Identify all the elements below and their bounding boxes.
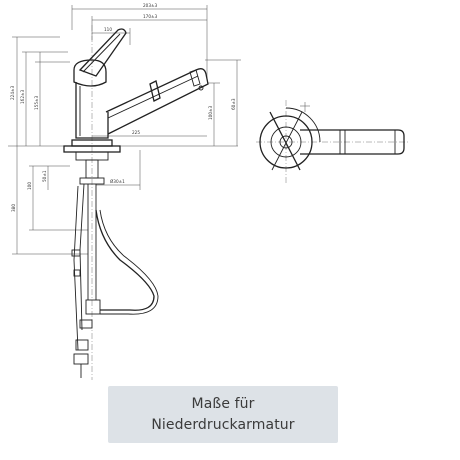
dim-label-top-overall: 203±3 [143, 3, 158, 8]
dim-label-total-height: 224±3 [10, 85, 15, 100]
dim-label-hose: 100 [27, 182, 32, 190]
dim-label-base-ref: 155±3 [34, 95, 39, 110]
caption-line-2: Niederdruckarmatur [151, 416, 295, 433]
faucet-top-view [256, 100, 410, 185]
dim-label-mount: 380 [11, 204, 16, 212]
dim-label-mid: 225 [132, 130, 140, 135]
dim-label-lever: 110 [104, 27, 112, 32]
dimension-lines [8, 5, 241, 255]
dim-label-right-height2: 60±3 [231, 98, 236, 110]
dim-label-top-second: 170±3 [143, 14, 158, 19]
dim-label-thread: Ø30±1 [110, 179, 125, 184]
technical-drawing: 203±3 170±3 110 224±3 162±3 155±3 100±3 … [8, 3, 410, 380]
dim-label-left-height: 162±3 [20, 89, 25, 104]
dimension-labels: 203±3 170±3 110 224±3 162±3 155±3 100±3 … [10, 3, 236, 212]
dim-label-right-height: 100±3 [208, 105, 213, 120]
caption-line-1: Maße für [191, 395, 255, 412]
dim-label-small: 50±1 [42, 170, 47, 182]
faucet-side-view [63, 25, 209, 380]
caption-box: Maße für Niederdruckarmatur [108, 386, 338, 443]
